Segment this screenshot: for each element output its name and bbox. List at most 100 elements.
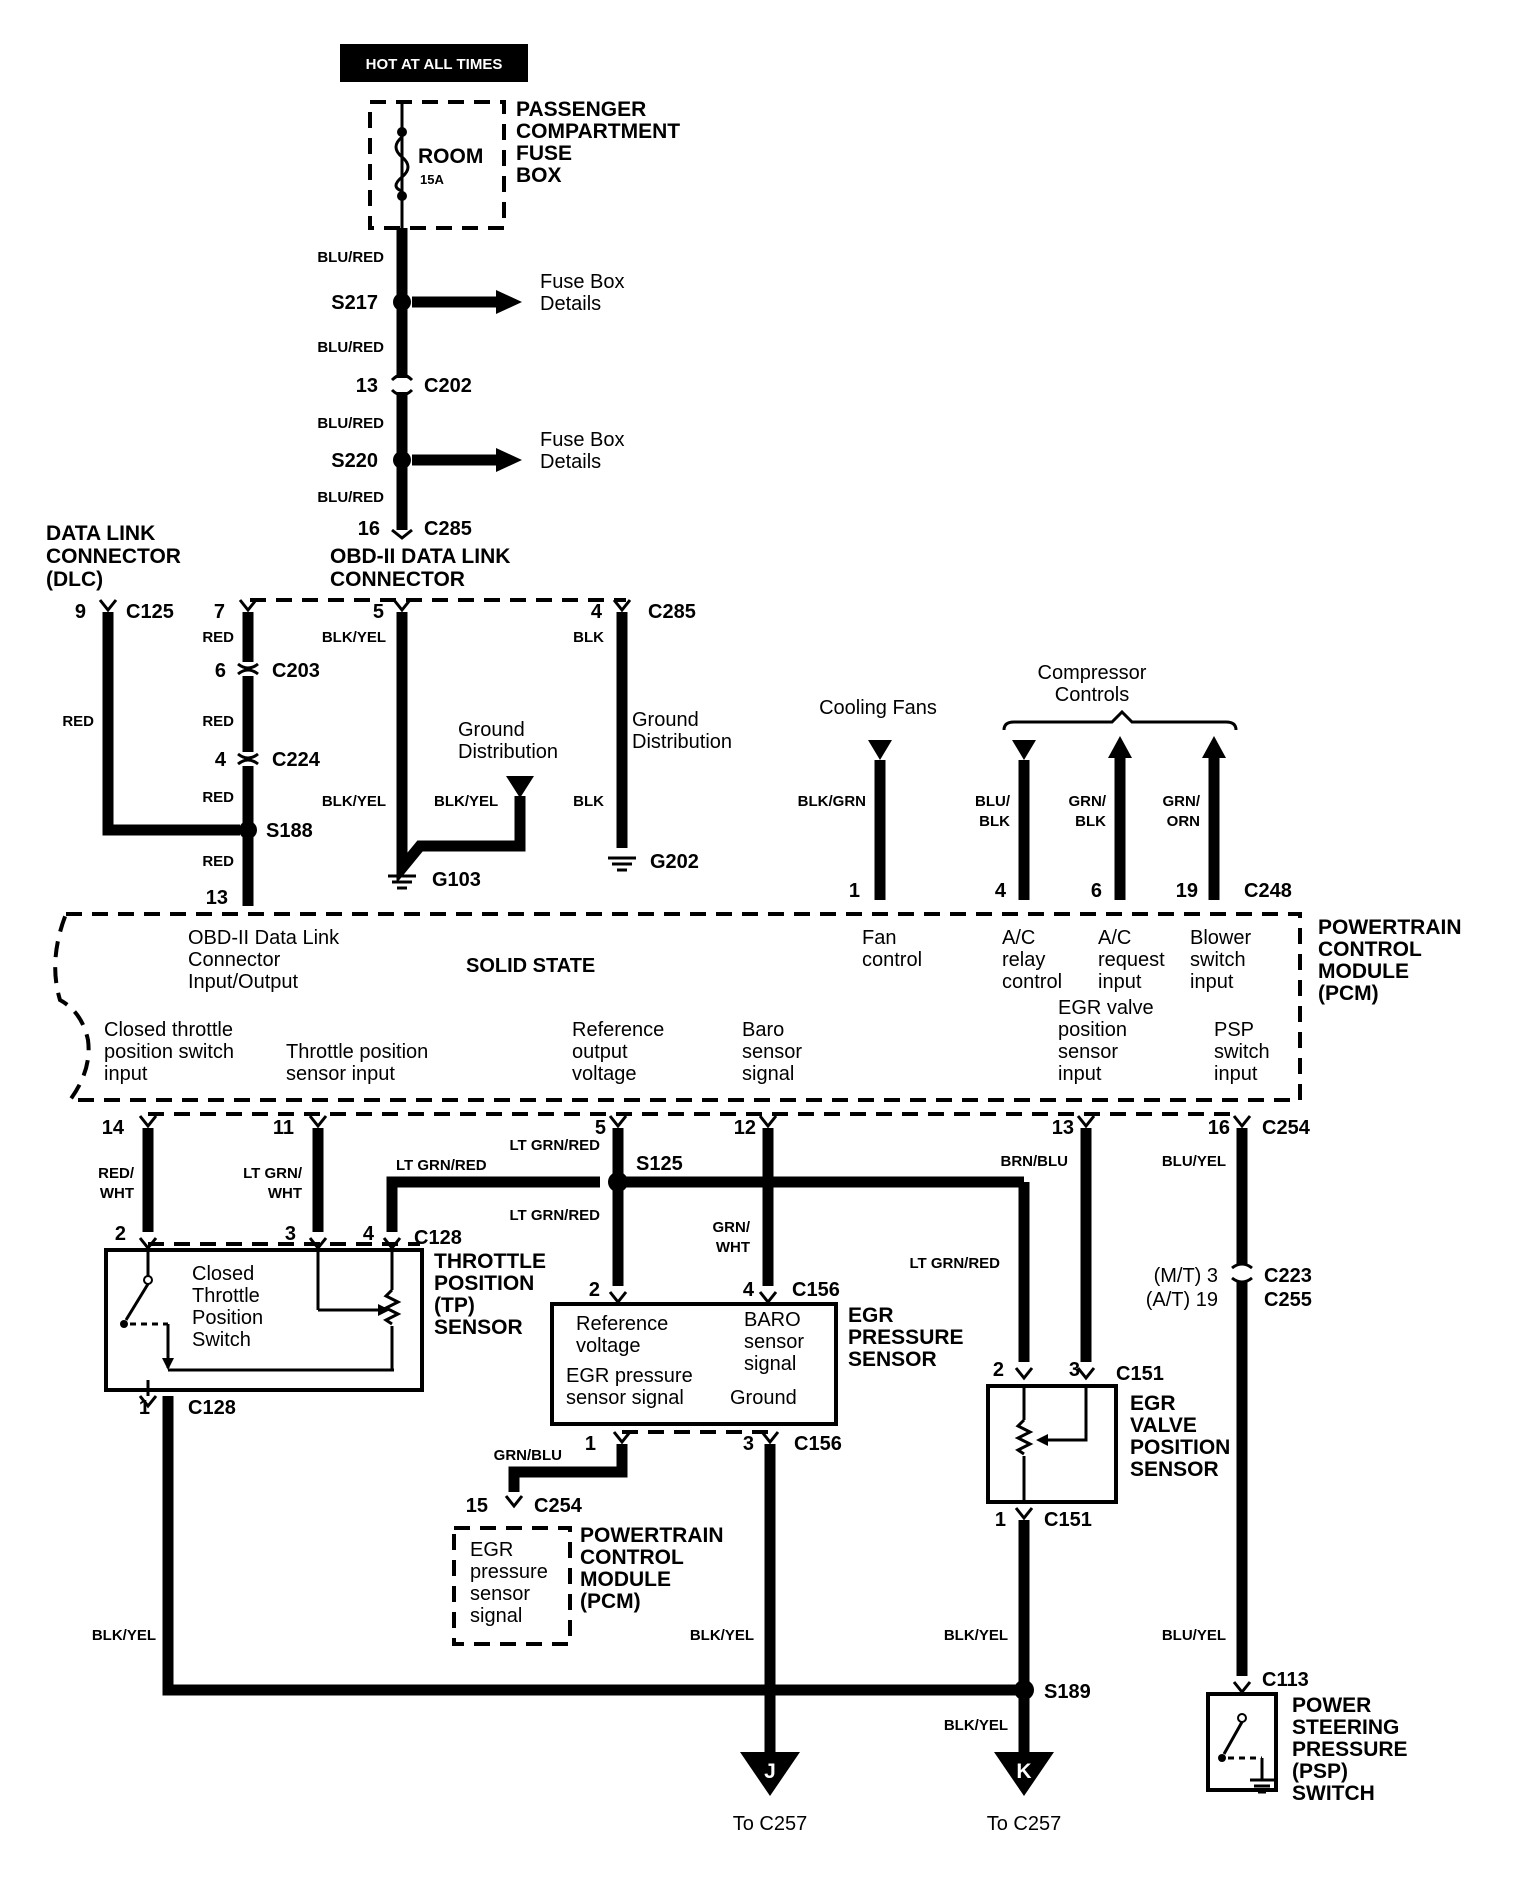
svg-text:BLK/YEL: BLK/YEL <box>944 1717 1008 1734</box>
svg-text:BLK: BLK <box>573 629 604 646</box>
svg-text:DATA LINK: DATA LINK <box>46 522 155 545</box>
svg-text:EGR: EGR <box>1130 1392 1176 1415</box>
svg-text:Throttle: Throttle <box>192 1285 260 1307</box>
svg-text:BLK/YEL: BLK/YEL <box>690 1627 754 1644</box>
svg-text:BLU/YEL: BLU/YEL <box>1162 1153 1226 1170</box>
svg-text:(DLC): (DLC) <box>46 568 103 591</box>
fuse-box-details-arrow-1 <box>412 290 522 314</box>
svg-text:Closed: Closed <box>192 1263 254 1285</box>
svg-text:3: 3 <box>285 1223 296 1245</box>
svg-text:CONTROL: CONTROL <box>1318 938 1422 961</box>
svg-text:S189: S189 <box>1044 1681 1091 1703</box>
svg-text:signal: signal <box>470 1605 522 1627</box>
dlc-pin4-ground-wire <box>608 599 636 872</box>
svg-text:(PSP): (PSP) <box>1292 1760 1348 1783</box>
svg-text:SENSOR: SENSOR <box>848 1348 937 1371</box>
svg-text:(TP): (TP) <box>434 1294 475 1317</box>
svg-text:G103: G103 <box>432 869 481 891</box>
svg-text:K: K <box>1016 1760 1031 1783</box>
svg-text:Distribution: Distribution <box>458 741 558 763</box>
svg-text:RED: RED <box>62 713 94 730</box>
svg-text:1: 1 <box>585 1433 596 1455</box>
svg-text:C203: C203 <box>272 660 320 682</box>
svg-text:C113: C113 <box>1262 1669 1309 1691</box>
svg-text:input: input <box>1058 1063 1102 1085</box>
svg-text:S220: S220 <box>331 450 378 472</box>
svg-text:11: 11 <box>273 1117 294 1139</box>
svg-text:CONNECTOR: CONNECTOR <box>330 568 465 591</box>
svg-text:POWER: POWER <box>1292 1694 1371 1717</box>
tp-sensor <box>104 1248 424 1396</box>
svg-text:BARO: BARO <box>744 1309 801 1331</box>
pcm-egr-pressure-input <box>452 1526 572 1646</box>
svg-text:RED: RED <box>202 713 234 730</box>
svg-text:sensor signal: sensor signal <box>566 1387 684 1409</box>
psp-switch-icon <box>1222 1721 1244 1755</box>
svg-text:BLK/YEL: BLK/YEL <box>322 793 386 810</box>
svg-text:POSITION: POSITION <box>1130 1436 1230 1459</box>
svg-text:Switch: Switch <box>192 1329 251 1351</box>
svg-text:C128: C128 <box>414 1227 462 1249</box>
svg-text:Blower: Blower <box>1190 927 1251 949</box>
svg-text:LT GRN/RED: LT GRN/RED <box>909 1255 1000 1272</box>
svg-text:control: control <box>1002 971 1062 993</box>
svg-text:5: 5 <box>373 601 384 623</box>
svg-text:input: input <box>1214 1063 1258 1085</box>
svg-text:Details: Details <box>540 451 601 473</box>
dlc-pin7-wire <box>237 599 259 906</box>
svg-text:relay: relay <box>1002 949 1045 971</box>
svg-text:RED: RED <box>202 789 234 806</box>
svg-text:6: 6 <box>1091 880 1102 902</box>
svg-text:Fan: Fan <box>862 927 896 949</box>
svg-text:5: 5 <box>595 1117 606 1139</box>
svg-text:PSP: PSP <box>1214 1019 1254 1041</box>
svg-text:sensor input: sensor input <box>286 1063 395 1085</box>
svg-text:C151: C151 <box>1044 1509 1092 1531</box>
svg-text:BLU/RED: BLU/RED <box>317 489 384 506</box>
svg-text:request: request <box>1098 949 1165 971</box>
svg-text:POWERTRAIN: POWERTRAIN <box>1318 916 1462 939</box>
svg-text:C254: C254 <box>534 1495 583 1517</box>
svg-text:BLK/GRN: BLK/GRN <box>798 793 866 810</box>
svg-text:sensor: sensor <box>742 1041 802 1063</box>
svg-text:sensor: sensor <box>470 1583 530 1605</box>
egr-valve-position-wire <box>1076 1115 1096 1381</box>
tp-ground-wire <box>138 1395 1024 1696</box>
svg-text:CONNECTOR: CONNECTOR <box>46 545 181 568</box>
svg-text:POSITION: POSITION <box>434 1272 534 1295</box>
svg-text:C156: C156 <box>792 1279 840 1301</box>
svg-text:Closed throttle: Closed throttle <box>104 1019 233 1041</box>
svg-text:C125: C125 <box>126 601 174 623</box>
svg-text:EGR: EGR <box>470 1539 513 1561</box>
svg-text:voltage: voltage <box>576 1335 641 1357</box>
svg-text:13: 13 <box>1052 1117 1074 1139</box>
svg-text:LT GRN/RED: LT GRN/RED <box>509 1207 600 1224</box>
svg-text:Connector: Connector <box>188 949 281 971</box>
svg-text:16: 16 <box>1208 1117 1230 1139</box>
svg-text:SENSOR: SENSOR <box>1130 1458 1219 1481</box>
svg-text:Details: Details <box>540 293 601 315</box>
svg-text:13: 13 <box>206 887 228 909</box>
svg-text:ORN: ORN <box>1167 813 1200 830</box>
svg-text:output: output <box>572 1041 628 1063</box>
psp-wire <box>1231 1115 1253 1695</box>
egr-valve-position-sensor <box>986 1384 1118 1796</box>
egr-potentiometer-icon <box>1014 1418 1034 1456</box>
svg-text:2: 2 <box>589 1279 600 1301</box>
svg-text:MODULE: MODULE <box>580 1568 671 1591</box>
svg-text:15: 15 <box>466 1495 488 1517</box>
connector-k-arrow <box>994 1752 1054 1796</box>
svg-text:OBD-II Data Link: OBD-II Data Link <box>188 927 340 949</box>
svg-text:WHT: WHT <box>716 1239 750 1256</box>
svg-text:15A: 15A <box>420 172 444 187</box>
main-feed-wire <box>390 228 414 540</box>
connector-j-arrow <box>740 1752 800 1796</box>
dlc-pin9-wire <box>98 599 240 836</box>
svg-text:BLK/YEL: BLK/YEL <box>92 1627 156 1644</box>
svg-text:CONTROL: CONTROL <box>580 1546 684 1569</box>
svg-text:SOLID STATE: SOLID STATE <box>466 955 595 977</box>
svg-text:BLK: BLK <box>979 813 1010 830</box>
svg-text:4: 4 <box>215 749 227 771</box>
pcm-outline <box>53 912 1302 1102</box>
svg-text:C255: C255 <box>1264 1289 1312 1311</box>
